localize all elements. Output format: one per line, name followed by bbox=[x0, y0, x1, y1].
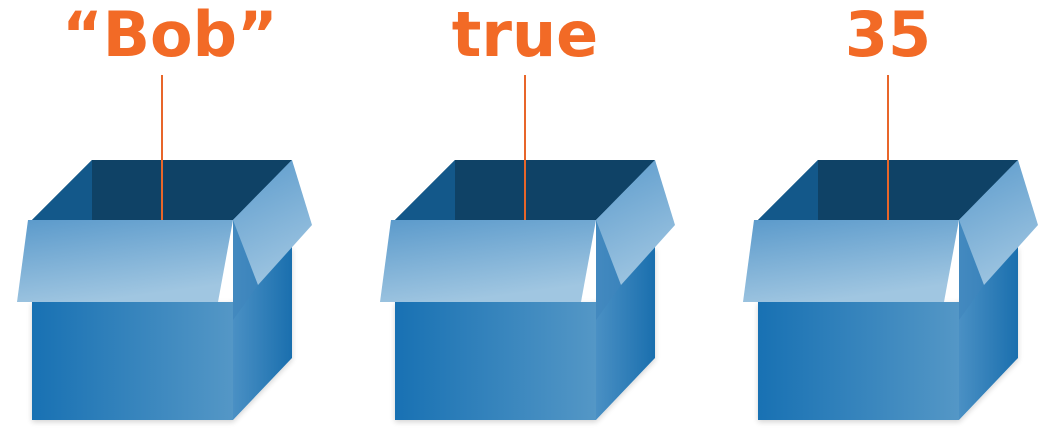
label-bob: “Bob” bbox=[62, 0, 278, 71]
box-true bbox=[380, 160, 675, 420]
label-35: 35 bbox=[844, 0, 932, 71]
box-35 bbox=[743, 160, 1038, 420]
box-bob bbox=[17, 160, 312, 420]
label-true: true bbox=[451, 0, 599, 71]
